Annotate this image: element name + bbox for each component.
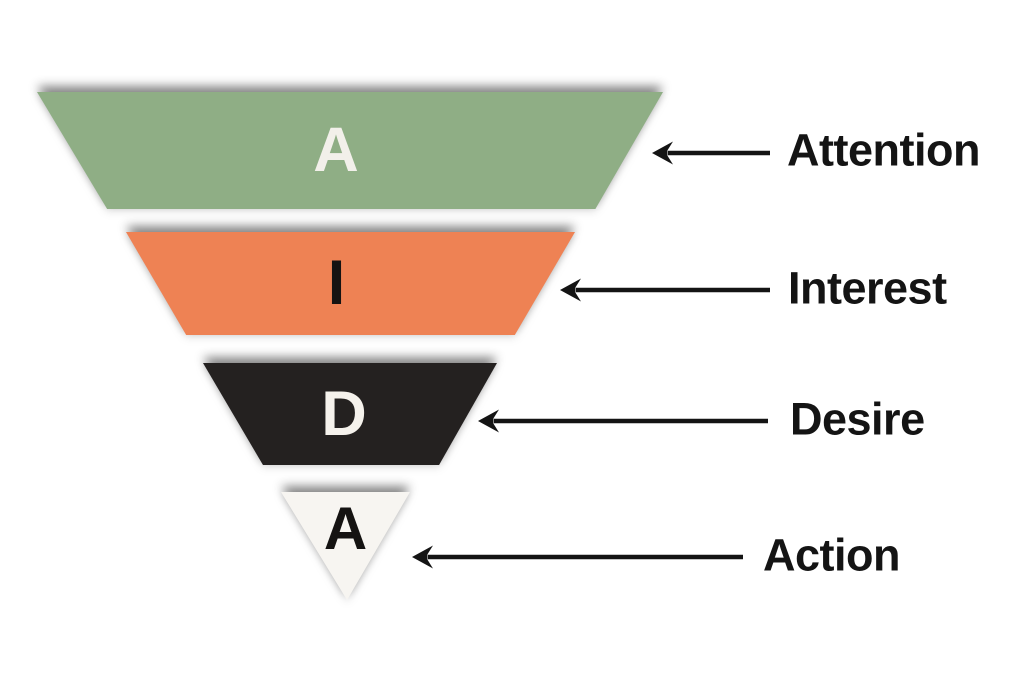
label-interest: Interest [788,262,947,314]
funnel-trapezoid-interest: I [126,232,575,335]
arrow-attention-icon [652,141,770,165]
funnel-stage-interest: I [126,232,575,335]
funnel-stage-action: A [281,492,410,600]
funnel-stage-attention: A [37,92,663,209]
stage-letter-action: A [323,495,368,562]
stage-letter-interest: I [327,248,346,318]
funnel-trapezoid-attention: A [37,92,663,209]
label-attention: Attention [787,124,980,176]
arrow-action-icon [412,545,743,569]
arrow-interest-icon [560,278,770,302]
label-action: Action [763,529,901,581]
stage-letter-desire: D [321,378,367,449]
label-desire: Desire [790,393,925,445]
arrow-desire-icon [478,409,768,433]
stage-letter-attention: A [313,115,359,185]
funnel-stage-desire: D [203,363,497,465]
